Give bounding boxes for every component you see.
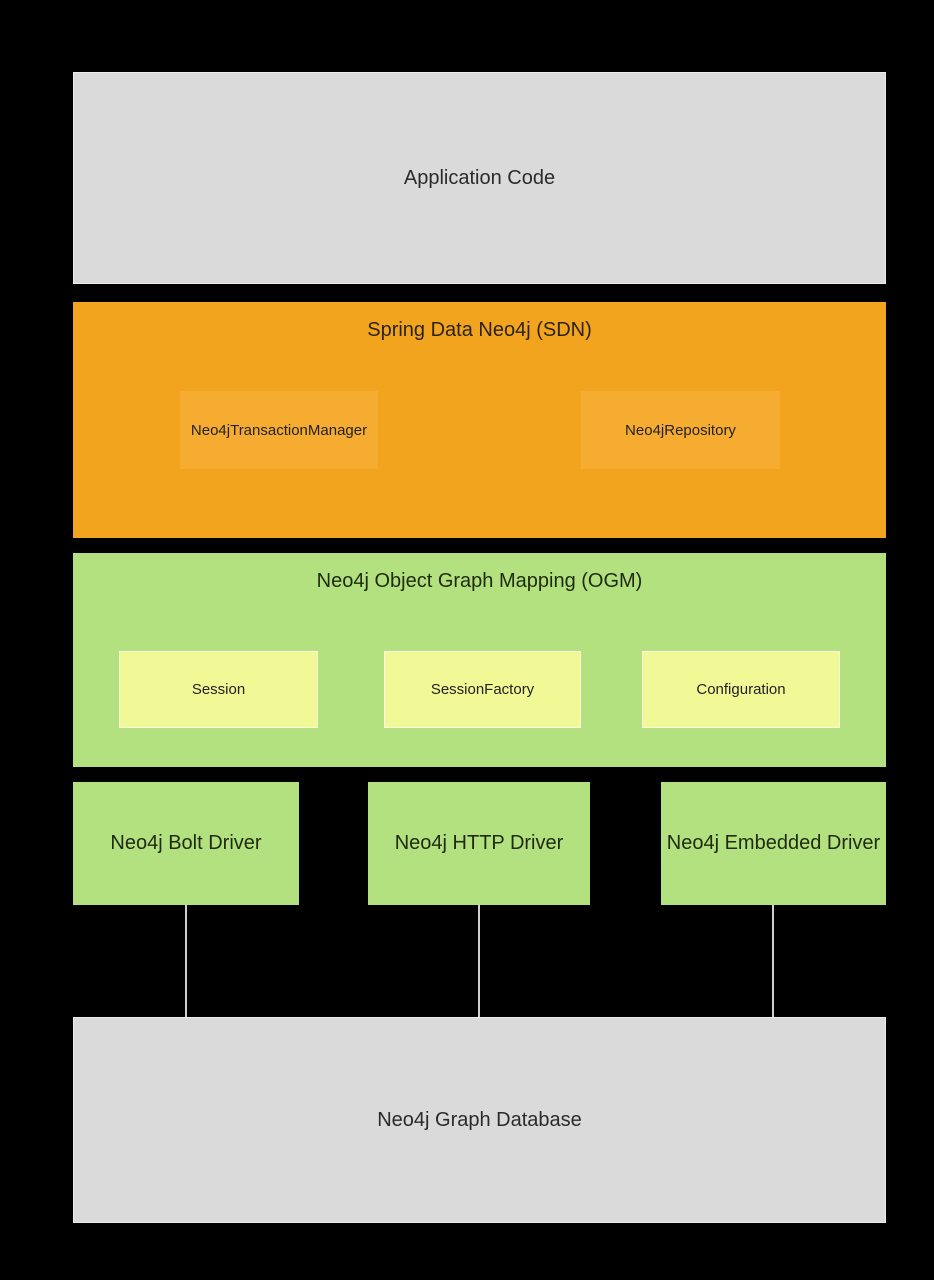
embedded-driver-box: Neo4j Embedded Driver	[661, 782, 886, 905]
ogm-layer-title: Neo4j Object Graph Mapping (OGM)	[316, 570, 643, 592]
bolt-driver-label: Neo4j Bolt Driver	[110, 832, 262, 854]
session-box: Session	[119, 651, 318, 728]
neo4j-repository-box: Neo4jRepository	[581, 391, 780, 469]
sdn-layer-title: Spring Data Neo4j (SDN)	[367, 319, 592, 341]
session-factory-label: SessionFactory	[430, 681, 535, 698]
neo4j-transaction-manager-label: Neo4jTransactionManager	[190, 421, 368, 439]
http-driver-connector-line	[478, 905, 480, 1017]
http-driver-box: Neo4j HTTP Driver	[368, 782, 590, 905]
session-label: Session	[191, 681, 246, 698]
graph-database-box: Neo4j Graph Database	[73, 1017, 886, 1223]
bolt-driver-box: Neo4j Bolt Driver	[73, 782, 299, 905]
bolt-driver-connector-line	[185, 905, 187, 1017]
embedded-driver-label: Neo4j Embedded Driver	[666, 832, 881, 854]
application-code-box: Application Code	[73, 72, 886, 284]
graph-database-label: Neo4j Graph Database	[377, 1108, 582, 1131]
application-code-label: Application Code	[403, 166, 556, 189]
configuration-label: Configuration	[696, 681, 786, 698]
configuration-box: Configuration	[642, 651, 840, 728]
session-factory-box: SessionFactory	[384, 651, 581, 728]
embedded-driver-connector-line	[772, 905, 774, 1017]
http-driver-label: Neo4j HTTP Driver	[394, 832, 564, 854]
sdn-layer-box: Spring Data Neo4j (SDN) Neo4jTransaction…	[73, 302, 886, 538]
neo4j-transaction-manager-box: Neo4jTransactionManager	[180, 391, 378, 469]
neo4j-repository-label: Neo4jRepository	[625, 421, 736, 439]
ogm-layer-box: Neo4j Object Graph Mapping (OGM) Session…	[73, 553, 886, 767]
